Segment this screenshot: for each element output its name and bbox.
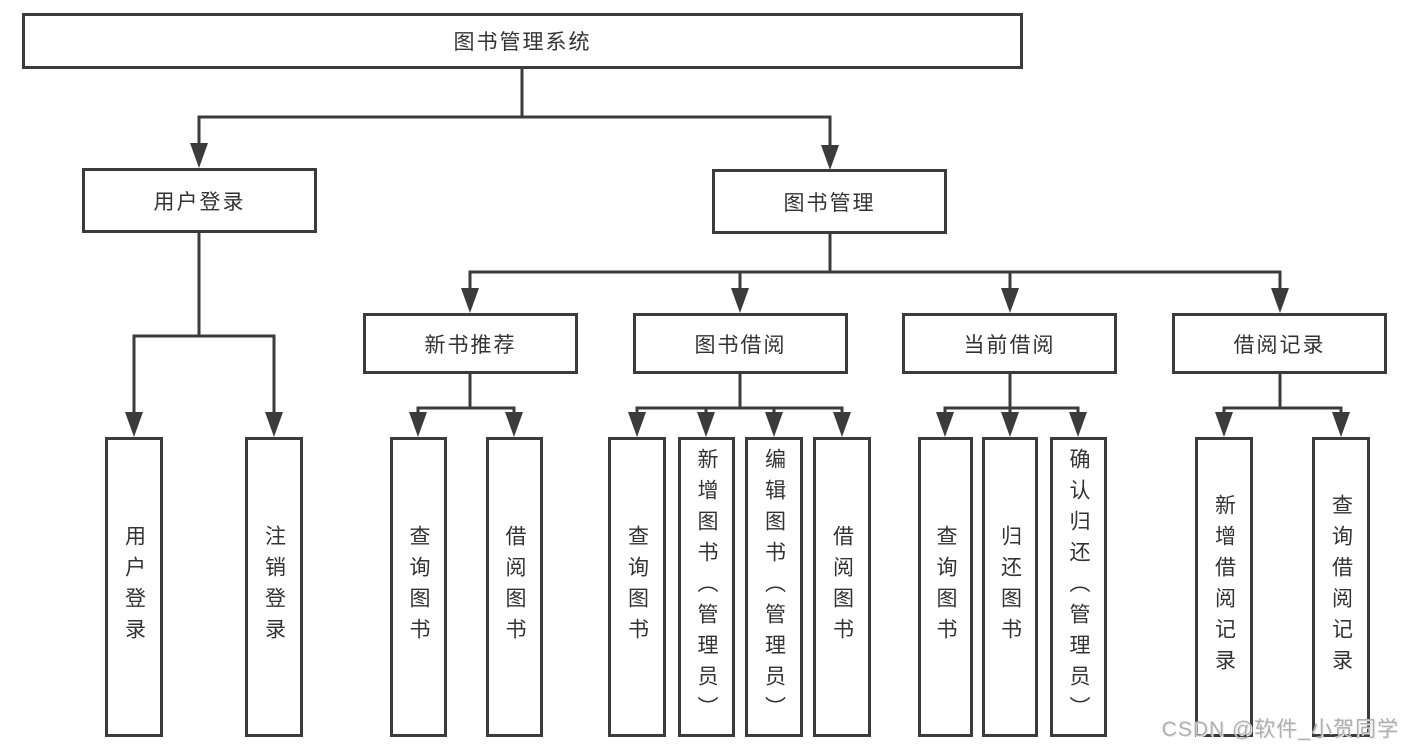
node-leaf-query-borrow-record: 查询借阅记录 [1312,437,1370,737]
node-leaf-logout: 注销登录 [245,437,303,737]
node-leaf-query-books-current: 查询图书 [918,437,973,737]
node-leaf-user-login: 用户登录 [105,437,163,737]
csdn-watermark: CSDN @软件_小贺同学 [1161,718,1399,741]
node-leaf-borrow-books-recommend: 借阅图书 [486,437,543,737]
node-book-borrowing: 图书借阅 [633,313,848,374]
node-leaf-borrow-books: 借阅图书 [813,437,871,737]
node-leaf-query-books-recommend: 查询图书 [390,437,447,737]
connector-lines [132,69,1343,414]
node-borrowing-records: 借阅记录 [1172,313,1387,374]
node-current-borrowing: 当前借阅 [902,313,1117,374]
node-user-login: 用户登录 [82,168,317,233]
node-book-management: 图书管理 [712,169,947,234]
connector-arrowheads [125,143,1350,437]
node-leaf-edit-book-admin: 编辑图书（管理员） [745,437,803,737]
node-new-book-recommend: 新书推荐 [363,313,578,374]
node-leaf-confirm-return-admin: 确认归还（管理员） [1050,437,1107,737]
node-leaf-return-books: 归还图书 [982,437,1038,737]
node-leaf-add-borrow-record: 新增借阅记录 [1195,437,1253,737]
node-leaf-query-books-borrowing: 查询图书 [608,437,666,737]
node-leaf-add-book-admin: 新增图书（管理员） [678,437,735,737]
node-library-system: 图书管理系统 [22,13,1023,69]
